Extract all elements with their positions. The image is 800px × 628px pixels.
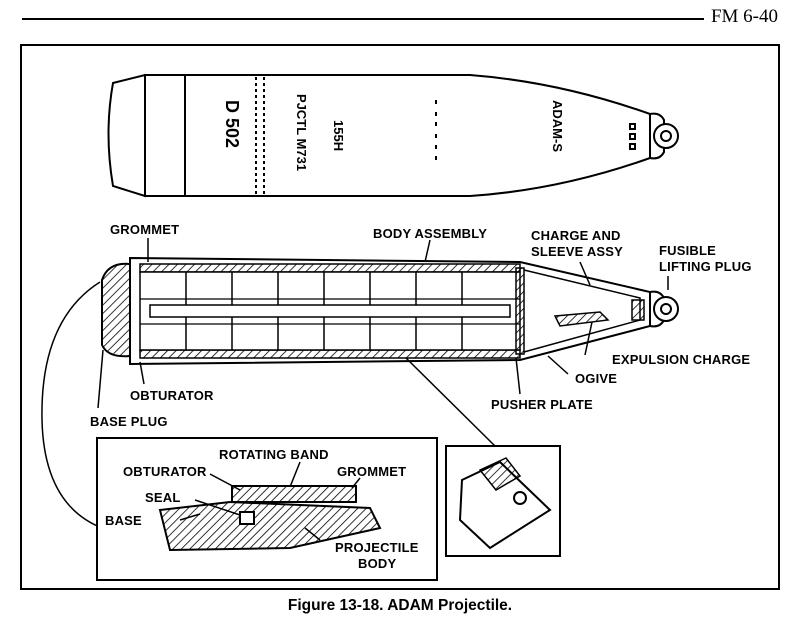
label-fusible-line2: LIFTING PLUG xyxy=(659,259,752,274)
seal-detail-inset xyxy=(96,437,438,581)
marking-brand: ADAM-S xyxy=(550,100,565,152)
detail-label-projectile-line2: BODY xyxy=(358,556,397,571)
label-body-assembly: BODY ASSEMBLY xyxy=(373,226,488,241)
pusher-plate-detail xyxy=(445,445,561,557)
label-fusible-line1: FUSIBLE xyxy=(659,243,717,258)
figure-caption: Figure 13-18. ADAM Projectile. xyxy=(287,597,513,614)
label-pusher-plate: PUSHER PLATE xyxy=(491,397,593,412)
figure-frame xyxy=(20,44,780,590)
label-expulsion-charge: EXPULSION CHARGE xyxy=(612,352,751,367)
detail-label-seal: SEAL xyxy=(145,490,181,505)
label-ogive: OGIVE xyxy=(575,371,618,386)
projectile-markings: 155H PJCTL M731 D 502 ADAM-S xyxy=(222,94,565,171)
detail-label-rotating-band: ROTATING BAND xyxy=(219,447,329,462)
marking-model: PJCTL M731 xyxy=(294,94,309,171)
label-base-plug: BASE PLUG xyxy=(90,414,168,429)
label-grommet: GROMMET xyxy=(110,222,180,237)
detail-label-base: BASE xyxy=(105,513,142,528)
detail-label-grommet: GROMMET xyxy=(337,464,407,479)
projectile-cutaway-view xyxy=(101,256,679,366)
detail-label-obturator: OBTURATOR xyxy=(123,464,207,479)
marking-caliber: 155H xyxy=(331,120,346,151)
document-id: FM 6-40 xyxy=(710,6,778,27)
label-obturator: OBTURATOR xyxy=(130,388,214,403)
marking-lot: D 502 xyxy=(222,100,242,148)
leader-lines xyxy=(41,238,669,529)
label-charge-sleeve-line2: SLEEVE ASSY xyxy=(531,244,624,259)
projectile-exterior-view xyxy=(107,73,679,198)
label-charge-sleeve-line1: CHARGE AND xyxy=(531,228,621,243)
detail-label-projectile-line1: PROJECTILE xyxy=(335,540,419,555)
header-rule xyxy=(22,18,704,20)
